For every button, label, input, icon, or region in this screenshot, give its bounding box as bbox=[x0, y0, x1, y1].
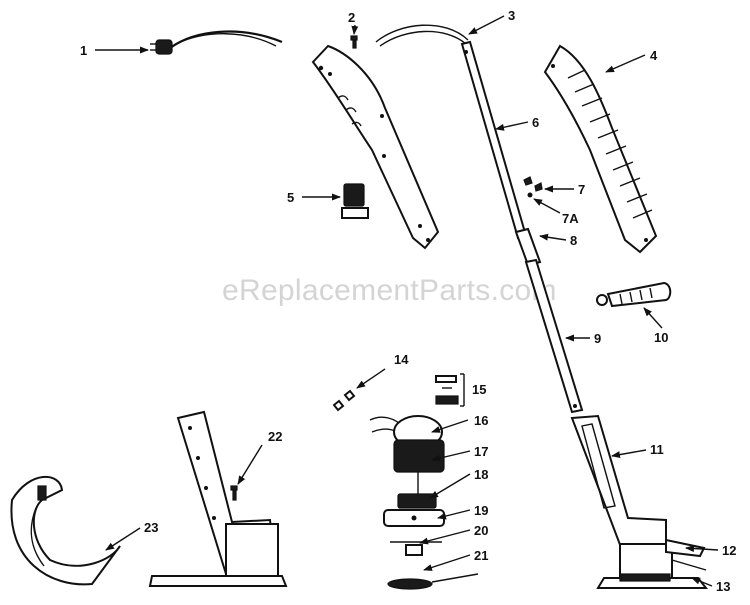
callout-15: 15 bbox=[472, 382, 486, 397]
grass-guard bbox=[10, 476, 121, 586]
motor bbox=[369, 415, 445, 494]
spool-clip bbox=[390, 541, 442, 556]
watermark: eReplacementParts.com bbox=[222, 274, 557, 307]
callout-20: 20 bbox=[474, 523, 488, 538]
callout-12: 12 bbox=[722, 543, 736, 558]
brushes bbox=[332, 389, 356, 412]
switch bbox=[341, 183, 369, 219]
lower-housing-right bbox=[570, 414, 709, 589]
callout-10: 10 bbox=[654, 330, 668, 345]
callout-8: 8 bbox=[570, 233, 577, 248]
power-cord-plug bbox=[150, 30, 283, 55]
callout-22: 22 bbox=[268, 429, 282, 444]
main-shaft bbox=[460, 40, 584, 414]
callout-3: 3 bbox=[508, 8, 515, 23]
callout-18: 18 bbox=[474, 467, 488, 482]
fan bbox=[397, 493, 437, 509]
callout-7: 7 bbox=[578, 182, 585, 197]
nut-and-screw bbox=[523, 176, 543, 198]
callout-11: 11 bbox=[650, 442, 664, 457]
callout-21: 21 bbox=[474, 548, 488, 563]
wire-lead bbox=[375, 24, 469, 47]
callout-6: 6 bbox=[532, 115, 539, 130]
callout-23: 23 bbox=[144, 520, 158, 535]
callout-13: 13 bbox=[716, 579, 730, 594]
callout-7a: 7A bbox=[562, 211, 579, 226]
handle-half-right bbox=[543, 44, 658, 254]
handle-half-left bbox=[311, 44, 440, 250]
callout-5: 5 bbox=[287, 190, 294, 205]
callout-17: 17 bbox=[474, 444, 488, 459]
callout-labels: 1 2 3 4 5 6 7 7A 8 9 10 11 12 13 14 15 1… bbox=[80, 8, 736, 594]
housing-plate bbox=[383, 509, 445, 527]
auxiliary-handle bbox=[596, 281, 672, 308]
callout-14: 14 bbox=[394, 352, 409, 367]
callout-1: 1 bbox=[80, 43, 87, 58]
brush-holders bbox=[435, 375, 459, 405]
callout-19: 19 bbox=[474, 503, 488, 518]
screws bbox=[350, 35, 358, 49]
callout-9: 9 bbox=[594, 331, 601, 346]
housing-screw bbox=[230, 485, 238, 501]
callout-4: 4 bbox=[650, 48, 658, 63]
spool bbox=[387, 573, 479, 590]
lower-housing-left bbox=[148, 410, 288, 587]
callout-2: 2 bbox=[348, 10, 355, 25]
leader-lines bbox=[95, 15, 719, 587]
callout-16: 16 bbox=[474, 413, 488, 428]
